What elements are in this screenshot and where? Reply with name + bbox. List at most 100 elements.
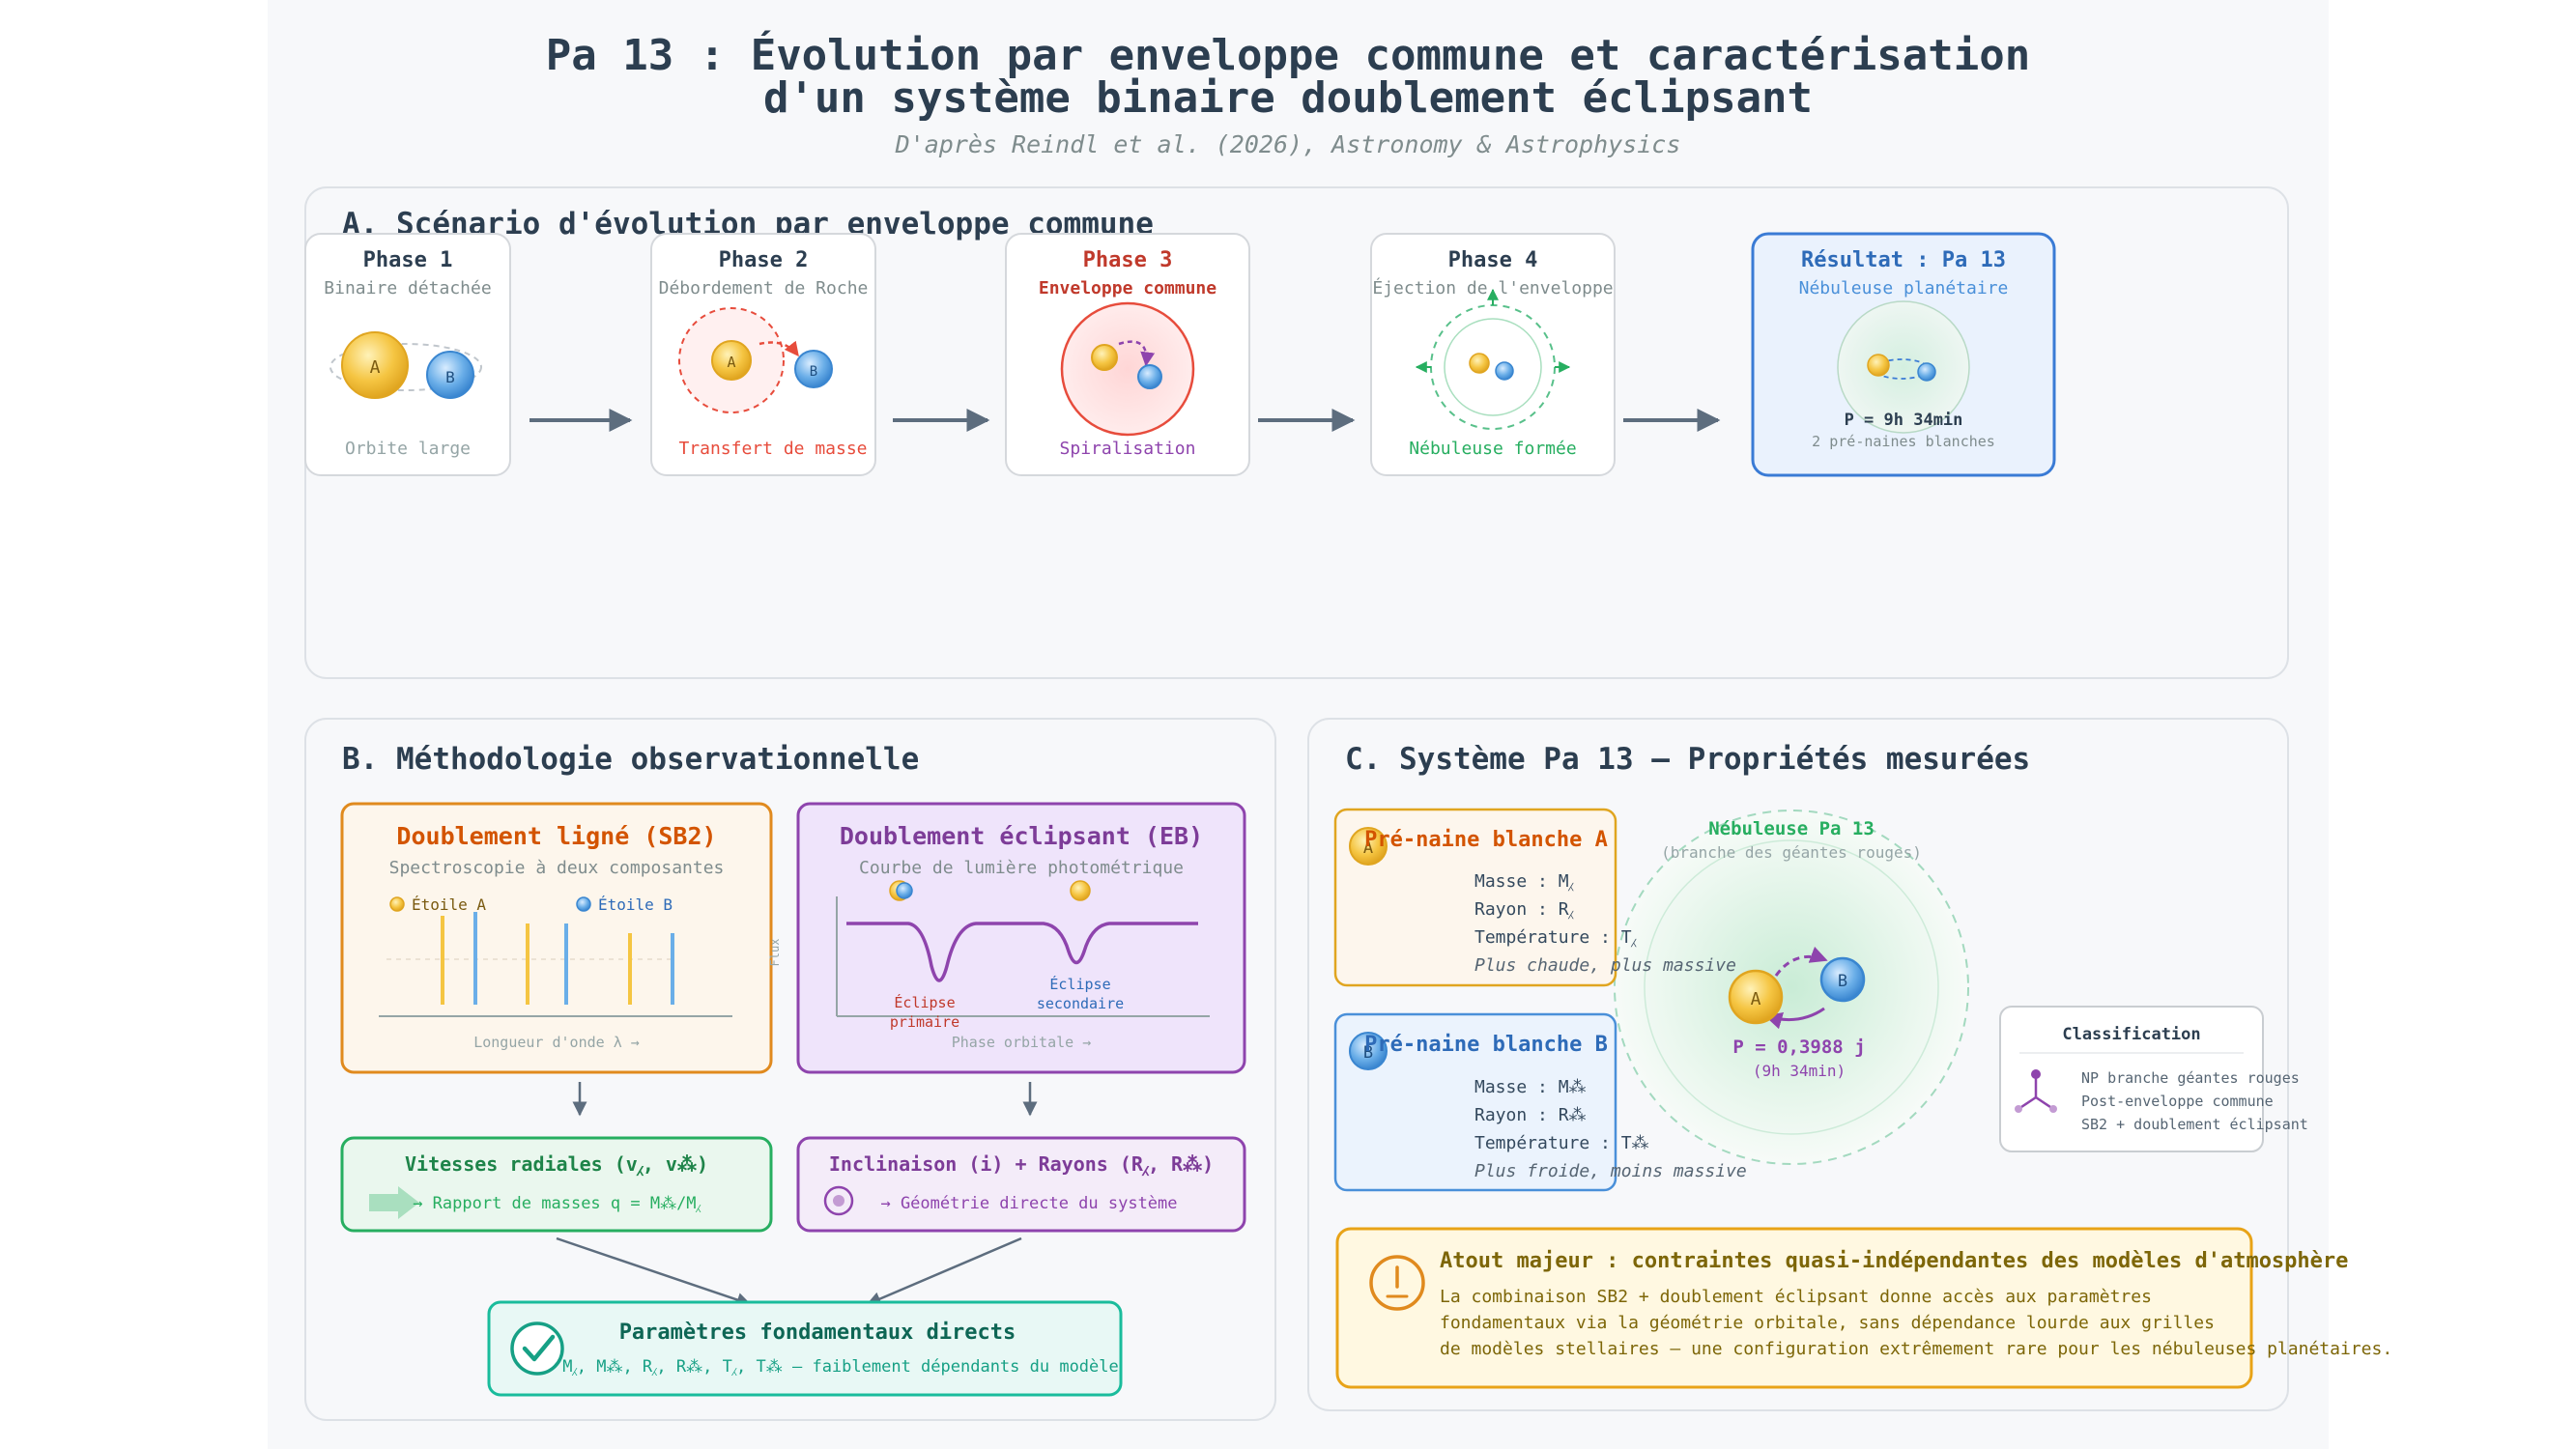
sb2-spectral-lines bbox=[441, 912, 674, 1005]
phase-2-star-a bbox=[711, 340, 752, 381]
binary-orbit-top bbox=[1774, 946, 1828, 977]
star-a-mass: Masse : M⁁ bbox=[1474, 871, 1575, 892]
phase-1-star-b bbox=[426, 351, 474, 399]
phase-3-card: Phase 3 Enveloppe commune Spiralisation bbox=[1005, 233, 1250, 476]
section-c-title: C. Système Pa 13 — Propriétés mesurées bbox=[1345, 742, 2030, 777]
sb2-subtitle: Spectroscopie à deux composantes bbox=[389, 858, 725, 878]
section-b: B. Méthodologie observationnelle Doublem… bbox=[304, 718, 1276, 1421]
sb2-legend-a-swatch bbox=[389, 896, 405, 912]
classification-box: Classification NP branche géantes rouges… bbox=[1999, 1006, 2308, 1152]
star-a-title: Pré-naine blanche A bbox=[1364, 828, 1608, 852]
atout-line-3: de modèles stellaires — une configuratio… bbox=[1440, 1339, 2392, 1359]
result-star-a bbox=[1867, 354, 1890, 377]
phase-2-star-a-label: A bbox=[727, 354, 735, 371]
phase-3-spiral-arrow bbox=[1118, 340, 1156, 367]
phase-4-card: Phase 4 Éjection de l'enveloppe Nébuleus… bbox=[1370, 233, 1616, 476]
result-period: P = 9h 34min bbox=[1845, 411, 1963, 430]
phase-2-star-b-label: B bbox=[810, 364, 817, 380]
eb-secondary-label-2: secondaire bbox=[1037, 995, 1124, 1012]
title-line-1: Pa 13 : Évolution par enveloppe commune … bbox=[546, 29, 2030, 80]
star-b-title: Pré-naine blanche B bbox=[1364, 1033, 1608, 1057]
sb2-legend-b: Étoile B bbox=[598, 895, 673, 914]
phase-3-star-a bbox=[1091, 344, 1118, 371]
star-b-card: B Pré-naine blanche B Masse : M⁂ Rayon :… bbox=[1333, 1012, 1747, 1192]
phase-1-card: Phase 1 Binaire détachée A B Orbite larg… bbox=[304, 233, 511, 476]
eb-xaxis-label: Phase orbitale → bbox=[952, 1034, 1092, 1051]
eb-box: Doublement éclipsant (EB) Courbe de lumi… bbox=[768, 802, 1246, 1074]
binary-star-a-label: A bbox=[1751, 989, 1761, 1009]
star-a-badge bbox=[1349, 827, 1388, 866]
phase-4-nebula-inner bbox=[1444, 318, 1542, 416]
phase-4-star-b bbox=[1495, 361, 1514, 381]
sb2-legend-b-swatch bbox=[576, 896, 591, 912]
nebula-outer bbox=[1614, 810, 1969, 1165]
atout-box: Atout majeur : contraintes quasi-indépen… bbox=[1335, 1227, 2392, 1389]
star-a-badge-label: A bbox=[1363, 838, 1373, 858]
phase-4-caption: Nébuleuse formée bbox=[1409, 439, 1576, 459]
phase-3-caption: Spiralisation bbox=[1060, 439, 1196, 459]
final-box: Paramètres fondamentaux directs M⁁, M⁂, … bbox=[487, 1300, 1123, 1397]
atout-line-2: fondamentaux via la géométrie orbitale, … bbox=[1440, 1313, 2215, 1333]
rv-box: Vitesses radiales (v⁁, v⁂) → Rapport de … bbox=[340, 1136, 773, 1233]
checkmark-icon-tick bbox=[522, 1334, 556, 1362]
result-star-b bbox=[1917, 362, 1936, 382]
section-a: A. Scénario d'évolution par enveloppe co… bbox=[304, 186, 2289, 679]
phase-4-name: Phase 4 bbox=[1448, 248, 1538, 272]
star-a-temperature: Température : T⁁ bbox=[1474, 927, 1638, 948]
nebula-subtitle: (branche des géantes rouges) bbox=[1661, 843, 1922, 862]
arrow-incl-final bbox=[866, 1236, 1022, 1306]
incl-text: → Géométrie directe du système bbox=[880, 1194, 1177, 1213]
eb-yaxis-label: Flux bbox=[768, 939, 782, 967]
classification-line-3: SB2 + doublement éclipsant bbox=[2081, 1116, 2308, 1133]
bulb-icon bbox=[1369, 1255, 1425, 1311]
classification-line-1: NP branche géantes rouges bbox=[2081, 1069, 2300, 1087]
final-title: Paramètres fondamentaux directs bbox=[619, 1321, 1016, 1345]
binary-star-a bbox=[1728, 969, 1784, 1025]
binary-star-b bbox=[1819, 956, 1866, 1003]
section-b-title: B. Méthodologie observationnelle bbox=[342, 742, 919, 777]
star-b-temperature: Température : T⁂ bbox=[1474, 1133, 1649, 1153]
star-a-radius: Rayon : R⁁ bbox=[1474, 899, 1575, 920]
phase-2-card: Phase 2 Débordement de Roche A B Transfe… bbox=[650, 233, 876, 476]
eb-icon-eclipse-b bbox=[896, 882, 913, 899]
phase-2-mass-transfer-arrow bbox=[758, 340, 799, 357]
arrow-rv-final bbox=[556, 1236, 752, 1307]
classification-icon bbox=[2015, 1069, 2057, 1113]
star-b-note: Plus froide, moins massive bbox=[1474, 1161, 1747, 1181]
section-c: C. Système Pa 13 — Propriétés mesurées N… bbox=[1307, 718, 2392, 1411]
result-nebula bbox=[1837, 300, 1970, 434]
phase-1-star-a bbox=[341, 331, 409, 399]
nebula-inner bbox=[1644, 839, 1939, 1135]
eb-light-curve bbox=[846, 922, 1198, 982]
eb-secondary-label-1: Éclipse bbox=[1049, 975, 1110, 993]
result-card: Résultat : Pa 13 Nébuleuse planétaire P … bbox=[1751, 232, 2056, 477]
phase-1-star-b-label: B bbox=[445, 368, 455, 386]
incl-target-icon bbox=[823, 1185, 854, 1216]
sb2-xaxis-label: Longueur d'onde λ → bbox=[473, 1034, 640, 1051]
eb-primary-label-1: Éclipse bbox=[894, 993, 955, 1011]
eb-subtitle: Courbe de lumière photométrique bbox=[859, 858, 1184, 878]
star-b-badge-label: B bbox=[1363, 1043, 1373, 1063]
phase-4-star-a bbox=[1469, 353, 1490, 374]
phase-2-star-b bbox=[794, 350, 833, 388]
phase-4-desc: Éjection de l'enveloppe bbox=[1372, 277, 1613, 298]
sb2-title: Doublement ligné (SB2) bbox=[396, 822, 716, 850]
phase-1-desc: Binaire détachée bbox=[324, 278, 491, 298]
star-b-mass: Masse : M⁂ bbox=[1474, 1077, 1587, 1097]
subtitle: D'après Reindl et al. (2026), Astronomy … bbox=[895, 130, 1681, 158]
rv-title: Vitesses radiales (v⁁, v⁂) bbox=[405, 1152, 708, 1177]
result-name: Résultat : Pa 13 bbox=[1801, 248, 2006, 272]
rv-arrow-icon bbox=[369, 1186, 419, 1219]
incl-box: Inclinaison (i) + Rayons (R⁁, R⁂) → Géom… bbox=[796, 1136, 1246, 1233]
atout-title: Atout majeur : contraintes quasi-indépen… bbox=[1440, 1249, 2348, 1273]
checkmark-icon bbox=[510, 1321, 564, 1376]
star-b-radius: Rayon : R⁂ bbox=[1474, 1105, 1587, 1125]
result-caption: 2 pré-naines blanches bbox=[1812, 433, 1995, 450]
phase-3-name: Phase 3 bbox=[1083, 248, 1173, 272]
phase-1-orbit bbox=[329, 343, 482, 391]
nebula-title: Nébuleuse Pa 13 bbox=[1708, 818, 1875, 839]
eb-icon-star-a bbox=[1070, 880, 1091, 901]
eb-title: Doublement éclipsant (EB) bbox=[840, 822, 1203, 850]
